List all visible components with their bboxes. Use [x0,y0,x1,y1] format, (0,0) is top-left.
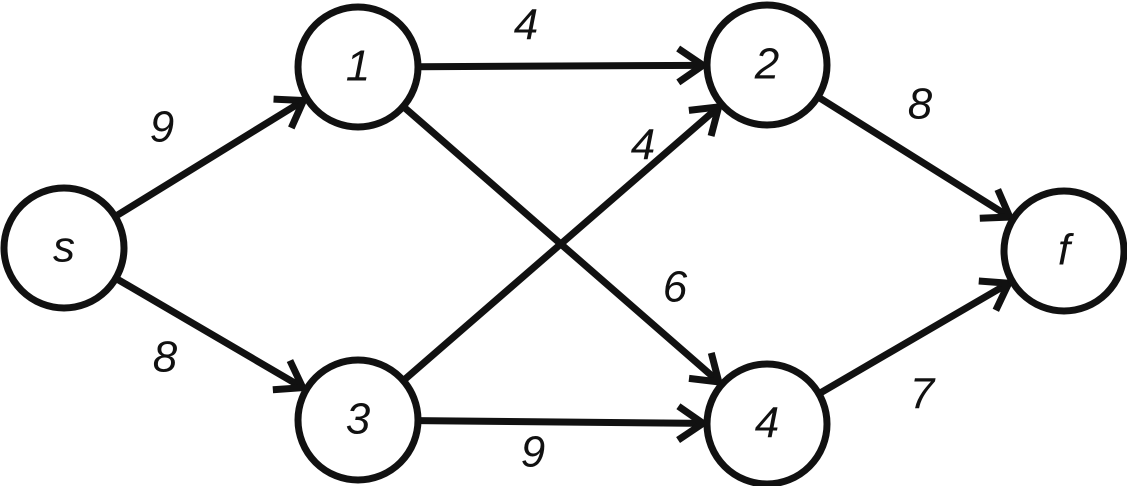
node-circle [0,184,128,312]
node-label: 2 [754,40,779,89]
edge-capacity-label: 4 [631,121,655,170]
node-circle [294,3,422,131]
arrow-head [272,359,309,394]
edges [113,45,1016,443]
edge-line [113,97,306,220]
edge-capacity-label: 7 [910,370,936,419]
edge-4-f [817,277,1015,397]
edge-line [400,103,722,385]
edge-line [417,417,704,427]
arrow-head [676,45,710,86]
arrow-head [688,351,724,386]
edge-capacity-label: 9 [150,103,174,152]
node-label: 1 [346,42,370,91]
edge-capacity-label: 6 [663,263,688,312]
edge-labels: 9 8 4 4 6 9 8 7 [150,1,936,477]
edge-line [817,280,1011,397]
edge-s-1 [113,95,309,220]
node-4: 4 [703,360,831,486]
node-label: s [53,223,75,272]
arrow-head [273,95,309,130]
edge-3-4 [417,403,710,443]
edge-line [417,61,704,71]
edge-1-4 [400,103,724,386]
node-1: 1 [294,3,422,131]
edge-capacity-label: 8 [153,333,178,382]
node-label: 4 [755,399,779,448]
node-circle [703,360,831,486]
edge-line [815,93,1012,220]
edge-s-3 [114,275,309,394]
edge-line [114,275,305,391]
edge-2-f [815,93,1016,222]
arrow-head [688,102,724,137]
arrow-head [979,188,1016,222]
edge-capacity-label: 8 [908,80,933,129]
edge-1-2 [417,45,710,86]
node-f: f [1000,187,1127,315]
node-3: 3 [294,356,422,484]
node-s: s [0,184,128,312]
node-label: 3 [346,395,371,444]
node-circle [294,356,422,484]
node-circle [703,1,831,129]
node-circle [1000,187,1127,315]
arrow-head [676,403,710,443]
edge-capacity-label: 4 [514,1,538,50]
arrow-head [978,277,1015,312]
node-2: 2 [703,1,831,129]
edge-capacity-label: 9 [521,428,545,477]
